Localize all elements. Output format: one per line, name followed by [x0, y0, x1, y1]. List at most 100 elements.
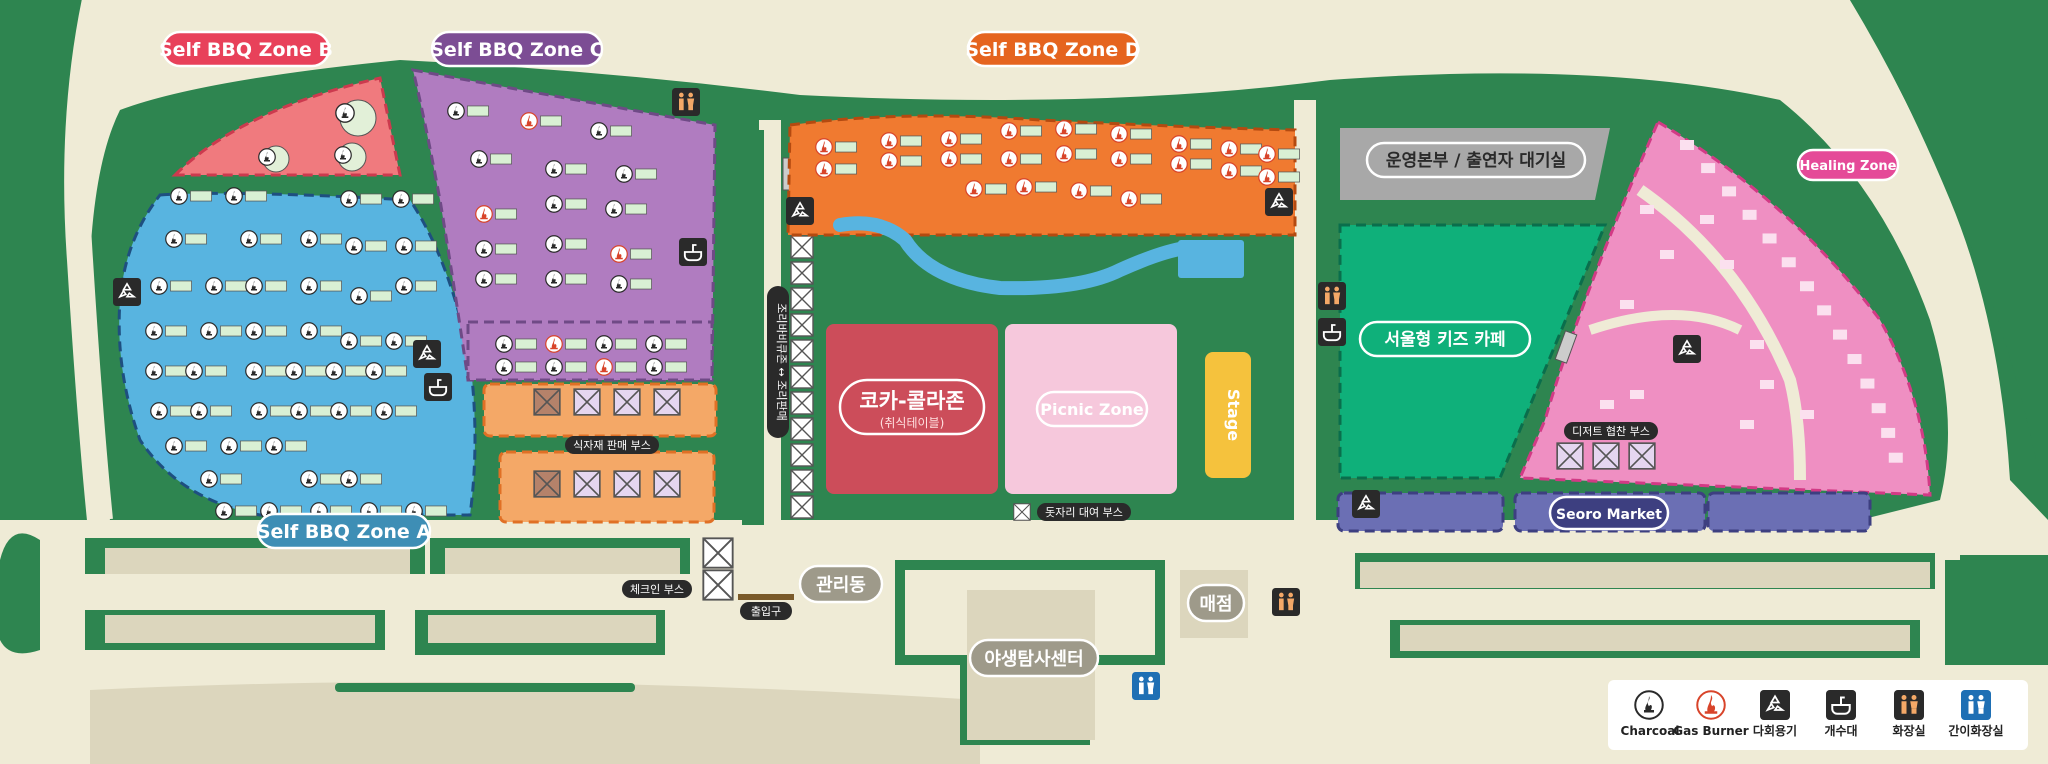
charcoal-grill-icon: [350, 287, 368, 305]
picnic-table: [425, 505, 447, 517]
tent-spot: [1750, 340, 1764, 349]
tent-spot: [1720, 260, 1734, 269]
stage: [1205, 352, 1251, 478]
charcoal-grill-icon: [645, 358, 663, 376]
picnic-table: [320, 473, 342, 485]
picnic-table: [565, 273, 587, 285]
charcoal-grill-icon: [145, 322, 163, 340]
gas-burner-icon: [1055, 120, 1073, 138]
charcoal-grill-icon: [545, 358, 563, 376]
charcoal-grill-icon: [150, 277, 168, 295]
gas-burner-icon: [1015, 178, 1033, 196]
charcoal-grill-icon: [245, 362, 263, 380]
tent-spot: [1742, 209, 1757, 220]
picnic-table: [190, 190, 212, 202]
picnic-table: [240, 440, 262, 452]
dessert-booth-label: 디저트 협찬 부스: [1564, 422, 1658, 440]
charcoal-grill-icon: [545, 195, 563, 213]
crate-box: [790, 339, 814, 363]
tent-spot: [1860, 378, 1875, 389]
grass-area-east: [1850, 0, 2048, 520]
sink-icon: [1318, 318, 1346, 346]
stage-label: Stage: [1224, 389, 1243, 441]
picnic-table: [630, 248, 652, 260]
gas-burner-icon: [815, 160, 833, 178]
svg-text:Healing Zone: Healing Zone: [1800, 159, 1897, 174]
charcoal-grill-icon: [392, 190, 410, 208]
tent-spot: [1762, 233, 1777, 244]
ops-building-label: 운영본부 / 출연자 대기실: [1386, 151, 1566, 171]
charcoal-grill-icon: [245, 322, 263, 340]
recycle-icon: [413, 340, 441, 368]
picnic-table: [210, 405, 232, 417]
charcoal-grill-icon: [190, 402, 208, 420]
hedge-vertical: [742, 130, 764, 525]
picnic-table: [170, 280, 192, 292]
charcoal-grill-icon: [545, 160, 563, 178]
tent-spot: [1640, 205, 1654, 214]
kids-cafe-label: 서울형 키즈 카페: [1384, 329, 1505, 350]
charcoal-grill-icon: [470, 150, 488, 168]
healing-zone-area: [1517, 119, 1932, 497]
svg-text:야생탐사센터: 야생탐사센터: [984, 649, 1083, 670]
crate-box: [790, 313, 814, 337]
gas-burner-icon: [595, 358, 613, 376]
tent-spot: [1700, 215, 1714, 224]
parking-area-row-2: [85, 610, 1920, 658]
charcoal-grill-icon: [245, 277, 263, 295]
restroom-icon: [1318, 282, 1346, 310]
healing-zone-path-2: [1588, 310, 1743, 335]
picnic-table: [360, 335, 382, 347]
charcoal-grill-icon: [165, 437, 183, 455]
picnic-table: [565, 361, 587, 373]
svg-text:디저트 협찬 부스: 디저트 협찬 부스: [1572, 424, 1650, 438]
tent-spot: [1781, 257, 1796, 268]
svg-text:Self BBQ Zone D: Self BBQ Zone D: [965, 39, 1140, 61]
picnic-table: [960, 153, 982, 165]
gas-burner-icon: [880, 132, 898, 150]
charcoal-grill-icon: [475, 240, 493, 258]
gas-burner-icon: [1220, 162, 1238, 180]
seoro-market-stall-3: [1706, 491, 1872, 533]
picnic-table: [345, 365, 367, 377]
gas-burner-icon: [1055, 145, 1073, 163]
picnic-table: [495, 208, 517, 220]
picnic-table: [515, 338, 537, 350]
wildlife-center-building: 야생탐사센터: [968, 638, 1100, 678]
charcoal-grill-icon: [330, 402, 348, 420]
charcoal-grill-icon: [300, 470, 318, 488]
crate-box: [790, 287, 814, 311]
picnic-table: [1240, 165, 1262, 177]
picnic-table: [1075, 148, 1097, 160]
picnic-table: [235, 505, 257, 517]
gas-burner-icon: [880, 152, 898, 170]
picnic-table: [205, 365, 227, 377]
gas-burner-icon: [940, 130, 958, 148]
tent-spot: [1871, 403, 1886, 414]
gas-burner-icon: [815, 138, 833, 156]
crate-column: [790, 235, 814, 519]
gas-burner-icon: [1110, 150, 1128, 168]
recycle-icon: [1352, 490, 1380, 518]
grass-area-southwest: [0, 533, 40, 654]
tent-spot: [1740, 420, 1754, 429]
picnic-table: [320, 233, 342, 245]
stream: [833, 216, 1192, 296]
picnic-table: [565, 198, 587, 210]
svg-text:관리동: 관리동: [816, 575, 866, 596]
restroom-icon: [672, 88, 700, 116]
sink-icon: [679, 238, 707, 266]
recycle-icon: [1265, 188, 1293, 216]
coca-cola-label: 코카-콜라존: [859, 389, 964, 413]
picnic-table: [220, 473, 242, 485]
charcoal-grill-icon: [325, 362, 343, 380]
picnic-table: [185, 440, 207, 452]
charcoal-grill-icon: [250, 402, 268, 420]
grass-area-west: [0, 0, 95, 520]
gas-burner-icon: [520, 112, 538, 130]
charcoal-grill-icon: [475, 270, 493, 288]
healing-zone-label: Healing Zone: [1796, 148, 1900, 182]
tent-spot: [1760, 380, 1774, 389]
charcoal-grill-icon: [645, 335, 663, 353]
gas-burner-icon: [1110, 125, 1128, 143]
